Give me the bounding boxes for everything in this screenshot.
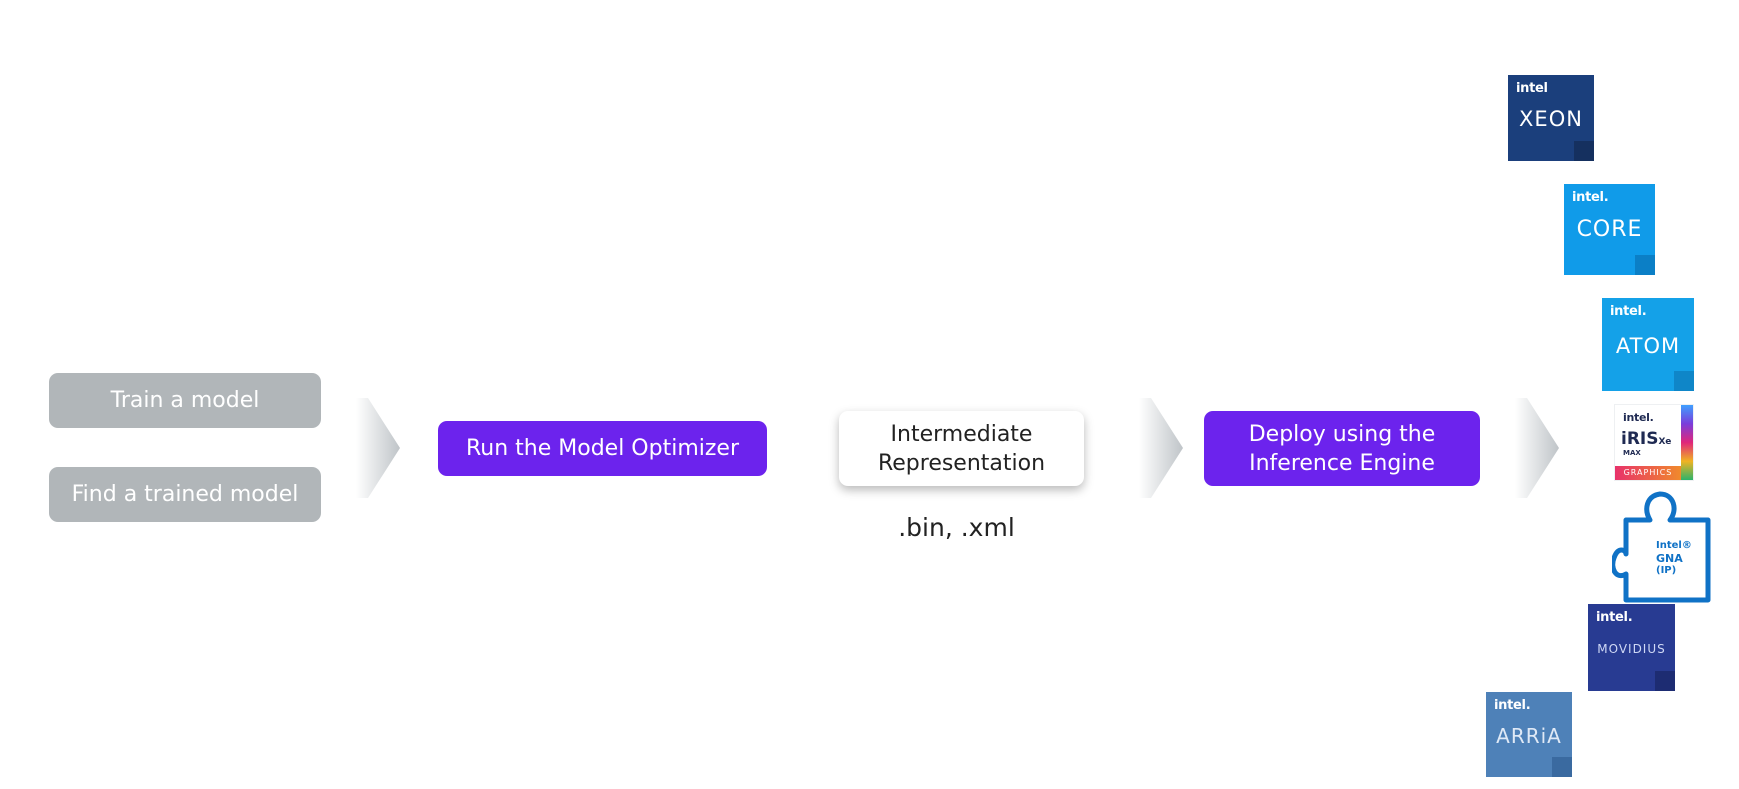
gna-ip-label: (IP) bbox=[1656, 565, 1677, 576]
arria-logo: intel. ARRiA bbox=[1486, 692, 1572, 777]
flow-chevron-2 bbox=[1139, 398, 1183, 498]
model-optimizer-label: Run the Model Optimizer bbox=[465, 436, 739, 461]
gna-logo: Intel® GNA (IP) bbox=[1612, 490, 1712, 605]
xeon-product-label: XEON bbox=[1519, 107, 1583, 131]
gna-brand-label: Intel® bbox=[1656, 540, 1692, 551]
core-logo: intel. CORE bbox=[1564, 184, 1655, 275]
puzzle-piece-icon bbox=[1612, 491, 1711, 603]
model-optimizer-box: Run the Model Optimizer bbox=[438, 421, 767, 476]
xeon-logo: intel XEON bbox=[1508, 75, 1594, 161]
flow-chevron-1 bbox=[356, 398, 400, 498]
arria-product-label: ARRiA bbox=[1496, 724, 1562, 748]
intermediate-representation-box: Intermediate Representation bbox=[839, 411, 1084, 486]
ir-file-types: .bin, .xml bbox=[898, 513, 1015, 542]
atom-product-label: ATOM bbox=[1615, 334, 1681, 358]
movidius-logo: intel. MOVIDIUS bbox=[1588, 604, 1675, 691]
inference-engine-box: Deploy using the Inference Engine bbox=[1204, 411, 1480, 486]
train-model-label: Train a model bbox=[110, 388, 260, 413]
iris-xe-max-logo: intel. iRISXe MAX GRAPHICS bbox=[1614, 404, 1694, 481]
inference-engine-label: Deploy using the Inference Engine bbox=[1248, 421, 1436, 476]
find-trained-model-label: Find a trained model bbox=[71, 482, 299, 507]
gna-product-label: GNA bbox=[1656, 552, 1683, 565]
iris-product-label: iRISXe bbox=[1621, 429, 1672, 449]
intermediate-representation-label: Intermediate Representation bbox=[877, 421, 1046, 476]
find-trained-model-box: Find a trained model bbox=[49, 467, 321, 522]
core-product-label: CORE bbox=[1576, 217, 1643, 242]
train-model-box: Train a model bbox=[49, 373, 321, 428]
atom-logo: intel. ATOM bbox=[1602, 298, 1694, 391]
flow-chevron-3 bbox=[1515, 398, 1559, 498]
iris-graphics-label: GRAPHICS bbox=[1615, 466, 1681, 480]
iris-max-label: MAX bbox=[1623, 449, 1641, 457]
movidius-product-label: MOVIDIUS bbox=[1597, 642, 1666, 656]
